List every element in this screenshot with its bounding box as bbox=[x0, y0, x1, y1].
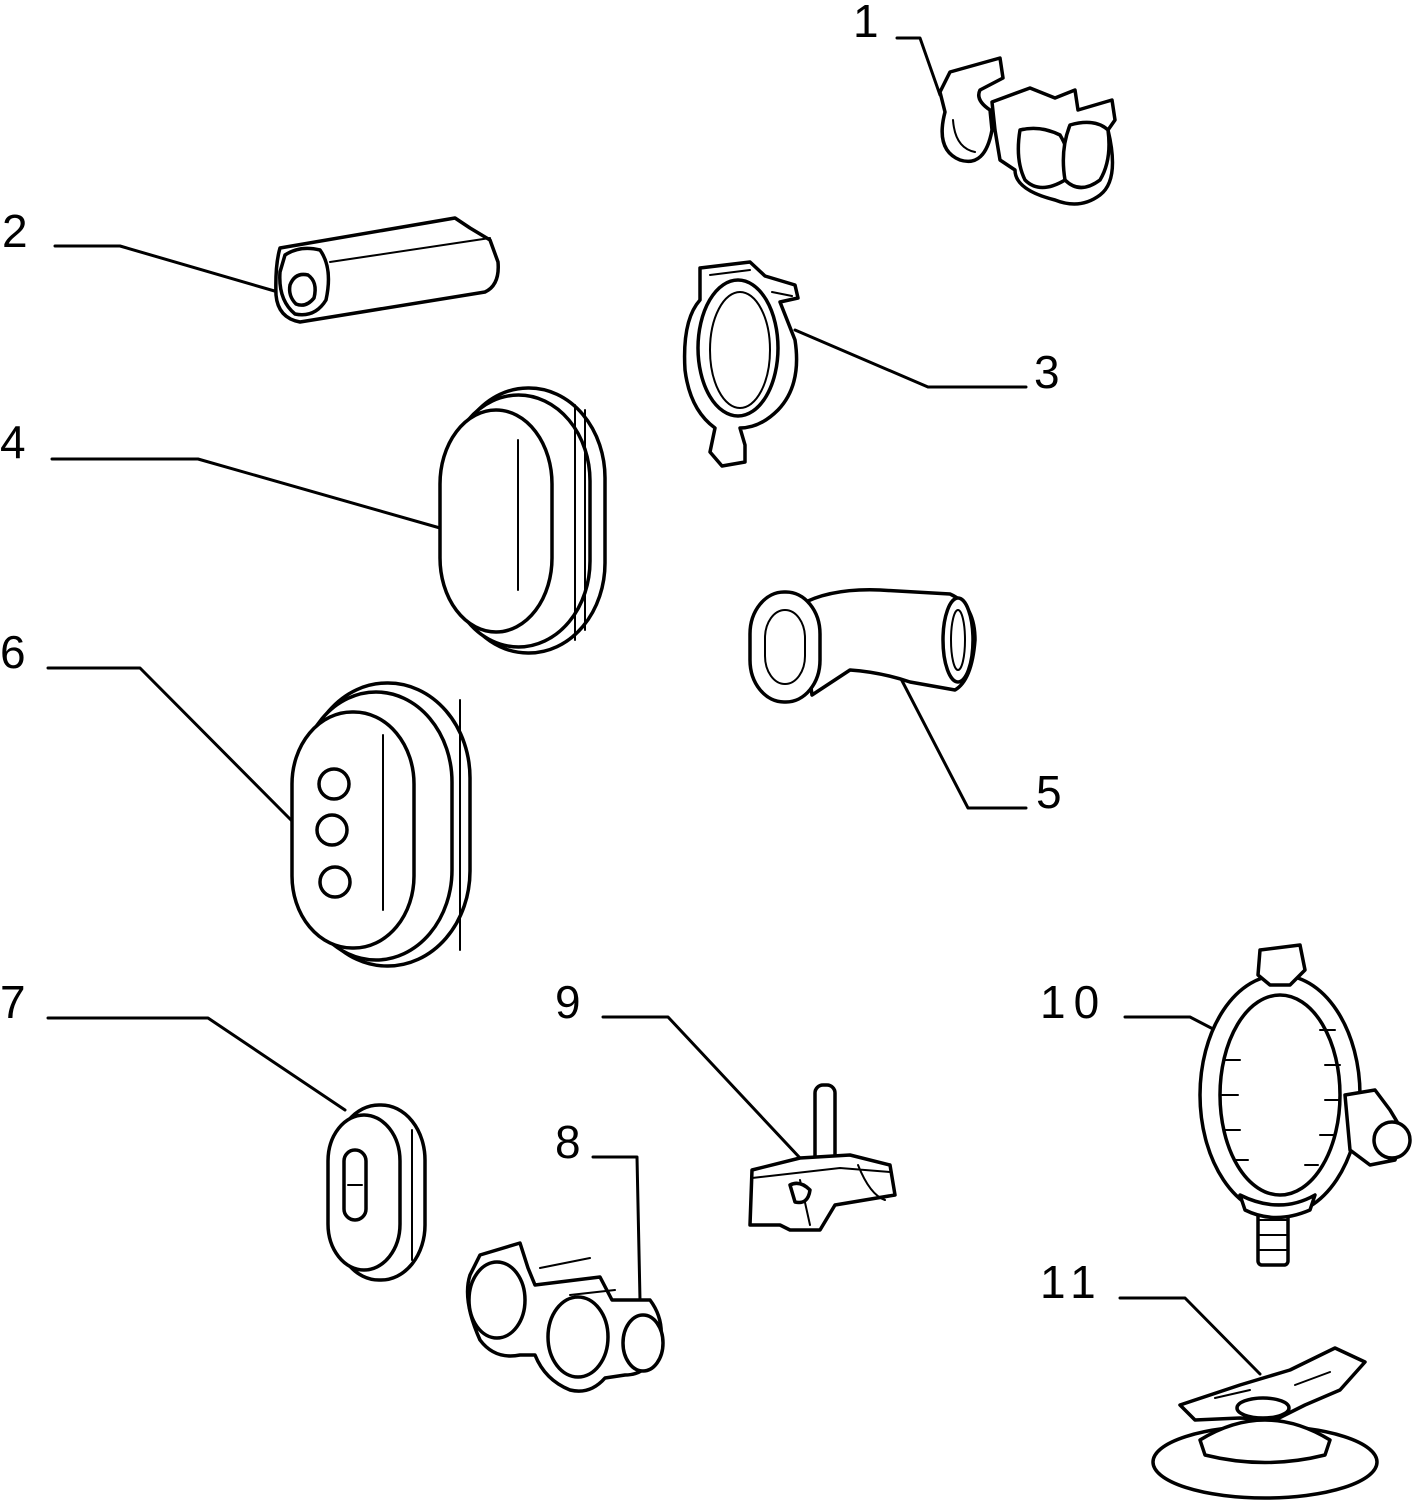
part-5-bent-sleeve bbox=[748, 588, 977, 704]
label-8: 8 bbox=[555, 1116, 581, 1168]
part-1-double-clip bbox=[938, 56, 1117, 206]
part-3-ring-clamp bbox=[682, 260, 800, 468]
label-2: 2 bbox=[2, 205, 28, 257]
leader-6 bbox=[46, 666, 295, 824]
leader-4 bbox=[50, 457, 442, 530]
label-11: 11 bbox=[1040, 1256, 1104, 1308]
part-10-hose-clamp bbox=[1198, 943, 1412, 1267]
leader-1 bbox=[895, 36, 942, 97]
label-10: 10 bbox=[1040, 976, 1107, 1028]
part-6-triple-grommet bbox=[290, 681, 472, 968]
leader-7 bbox=[46, 1016, 347, 1112]
part-2-channel-trim bbox=[274, 216, 500, 324]
part-4-oval-grommet bbox=[438, 386, 607, 655]
leader-5 bbox=[896, 671, 1028, 810]
part-11-suction-cup-clip bbox=[1151, 1346, 1379, 1500]
label-6: 6 bbox=[0, 626, 26, 678]
label-5: 5 bbox=[1036, 766, 1062, 818]
label-3: 3 bbox=[1034, 346, 1060, 398]
part-8-pin-clip bbox=[465, 1241, 665, 1393]
label-7: 7 bbox=[0, 976, 26, 1028]
label-4: 4 bbox=[0, 416, 26, 468]
leader-2 bbox=[53, 244, 280, 294]
part-7-small-grommet bbox=[326, 1103, 427, 1282]
leader-9 bbox=[601, 1015, 802, 1160]
leader-11 bbox=[1118, 1296, 1262, 1376]
leader-3 bbox=[793, 328, 1028, 389]
leader-8 bbox=[591, 1155, 642, 1302]
label-9: 9 bbox=[555, 976, 581, 1028]
part-9-stud-block bbox=[748, 1083, 897, 1232]
leader-10 bbox=[1123, 1015, 1217, 1032]
label-1: 1 bbox=[853, 0, 879, 47]
